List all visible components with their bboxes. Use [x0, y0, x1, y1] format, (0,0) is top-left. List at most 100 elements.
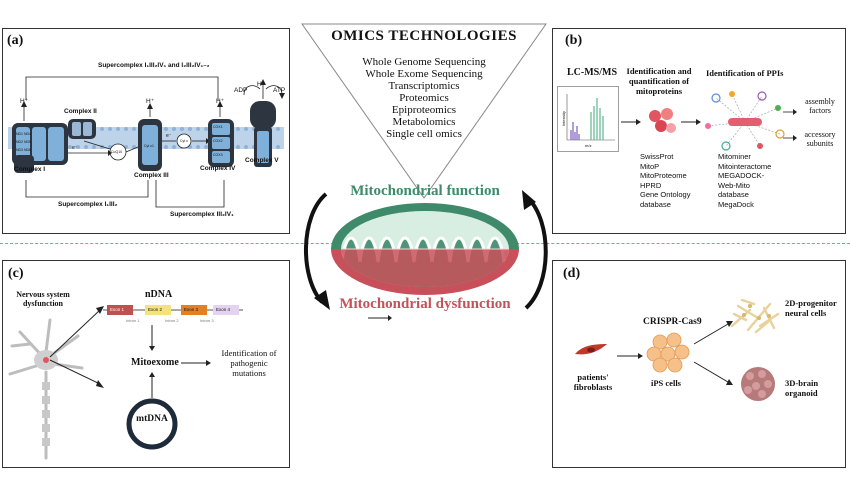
complex-1-icon [12, 123, 68, 173]
database-item: Mitointeractome [718, 161, 772, 171]
complex-2-label: Complex II [64, 108, 97, 115]
arrow-up-icon [149, 372, 155, 398]
nd-label: ND3 ND6 [16, 148, 31, 152]
omics-title: OMICS TECHNOLOGIES [331, 28, 517, 44]
complex-5-label: Complex V [245, 157, 279, 164]
database-item: MEGADOCK- [718, 171, 765, 180]
omics-list: Whole Genome Sequencing Whole Exome Sequ… [300, 56, 548, 140]
cyt-c1-label: Cyt c1 [144, 144, 154, 148]
crispr-label: CRISPR-Cas9 [643, 317, 702, 327]
omics-item: Whole Genome Sequencing [362, 56, 486, 68]
supercomplex-bottom-right-label: Supercomplex III₂IV₁ [170, 211, 234, 218]
arrow-icon [783, 135, 797, 141]
database-item: MitoProteome [640, 171, 687, 180]
omics-item: Proteomics [399, 92, 449, 104]
h-plus-label: H⁺ [216, 98, 225, 105]
arrow-down-right-icon [693, 361, 733, 385]
database-list-right: Mitominer Mitointeractome MEGADOCK- Web-… [718, 152, 771, 209]
nd-label: ND1 ND4 [16, 132, 31, 136]
mtdna-label: mtDNA [136, 414, 168, 424]
fibroblast-icon [575, 344, 607, 355]
intron-label: Intron 1 [126, 318, 140, 323]
chart-y-label: Intensity [560, 111, 566, 126]
omics-triangle [301, 23, 547, 199]
supercomplex-top-label: Supercomplex I₁III₂IV₁ and I₂III₂IV₁₋₂ [98, 62, 210, 69]
panel-d [552, 260, 846, 468]
complex-1-label: Complex I [14, 166, 46, 173]
pathogenic-mutations-label: Identification of pathogenic mutations [221, 348, 277, 378]
nervous-system-label: Nervous system dysfunction [16, 290, 70, 308]
chart-x-label: m/z [585, 143, 592, 148]
small-arrow-icon [368, 315, 392, 321]
h-plus-label: H⁺ [257, 81, 266, 88]
brain-organoid-icon [741, 367, 775, 401]
mitochondrial-dysfunction-label: Mitochondrial dysfunction [339, 296, 511, 312]
exon-label: Exon 4 [216, 307, 231, 312]
cox3-label: COX3 [213, 153, 223, 157]
arrow-icon [783, 109, 797, 115]
mitochondrial-function-label: Mitochondrial function [350, 183, 500, 199]
arrow-up-right-icon [693, 321, 733, 345]
exon-label: Exon 3 [184, 307, 199, 312]
mitoexome-label: Mitoexome [131, 357, 179, 368]
nd-label: ND2 ND5 [16, 140, 31, 144]
electron-label: e⁻ [72, 145, 78, 151]
database-item: MegaDock [718, 199, 754, 209]
panel-c-label: (c) [8, 266, 24, 281]
fibroblasts-label: patients' fibroblasts [573, 372, 613, 392]
database-list-left: SwissProt MitoP MitoProteome HPRD Gene O… [640, 152, 690, 209]
cox1-label: COX1 [213, 125, 223, 129]
arrow-down-icon [149, 325, 155, 351]
supercomplex-bottom-left-label: Supercomplex I₁III₂ [58, 201, 118, 208]
database-item: MitoP [640, 161, 660, 171]
mitochondrion-icon [331, 203, 519, 295]
coq10-label: CoQ10 [111, 150, 123, 154]
neural-cells-icon [730, 298, 780, 334]
identification-quantification-label: Identification and quantification of mit… [626, 66, 692, 96]
assembly-factors-label: assembly factors [805, 97, 835, 115]
database-item: Gene Ontology [640, 190, 691, 199]
electron-transport-chain-diagram [8, 76, 285, 208]
omics-item: Single cell omics [386, 128, 462, 140]
panel-b-label: (b) [565, 33, 583, 48]
panel-a-label: (a) [7, 33, 24, 48]
exon-label: Exon 1 [110, 307, 125, 312]
mtdna-ring-icon [126, 398, 178, 450]
arrow-icon [681, 119, 701, 125]
protein-cluster-icon [649, 108, 676, 133]
omics-item: Transcriptomics [388, 80, 460, 92]
h-plus-label: H⁺ [146, 98, 155, 105]
ips-cells-label: iPS cells [651, 378, 681, 388]
neuron-icon [8, 318, 84, 460]
arrow-icon [617, 353, 643, 359]
cycle-arrows [304, 190, 548, 310]
h-plus-label: H⁺ [20, 98, 29, 105]
database-item: database [718, 190, 749, 199]
brain-organoid-label: 3D-brain organoid [785, 378, 819, 398]
adp-label: ADP [234, 87, 248, 94]
intron-label: Intron 3 [200, 318, 214, 323]
intron-label: Intron 2 [165, 318, 179, 323]
lcms-label: LC-MS/MS [567, 67, 617, 78]
electron-label: e⁻ [166, 133, 172, 139]
omics-item: Epiproteomics [391, 104, 457, 116]
omics-item: Metabolomics [392, 116, 456, 128]
ppi-network-icon [705, 91, 785, 151]
ips-cells-icon [646, 332, 690, 373]
database-item: SwissProt [640, 152, 674, 161]
accessory-subunits-label: accessory subunits [804, 130, 836, 148]
arrows-to-dna [49, 306, 104, 388]
arrow-right-icon [181, 360, 211, 366]
omics-item: Whole Exome Sequencing [365, 68, 483, 80]
identification-ppi-label: Identification of PPIs [706, 68, 784, 78]
mass-spectrum-chart [557, 86, 619, 152]
exon-label: Exon 2 [148, 307, 163, 312]
cytc-label: Cyt c [180, 139, 188, 143]
database-item: database [640, 199, 671, 209]
panel-d-label: (d) [563, 266, 581, 281]
ndna-label: nDNA [145, 289, 173, 300]
complex-3-label: Complex III [134, 172, 169, 179]
arrow-icon [621, 119, 641, 125]
atp-label: ATP [273, 87, 286, 94]
complex-4-label: Complex IV [200, 165, 236, 172]
